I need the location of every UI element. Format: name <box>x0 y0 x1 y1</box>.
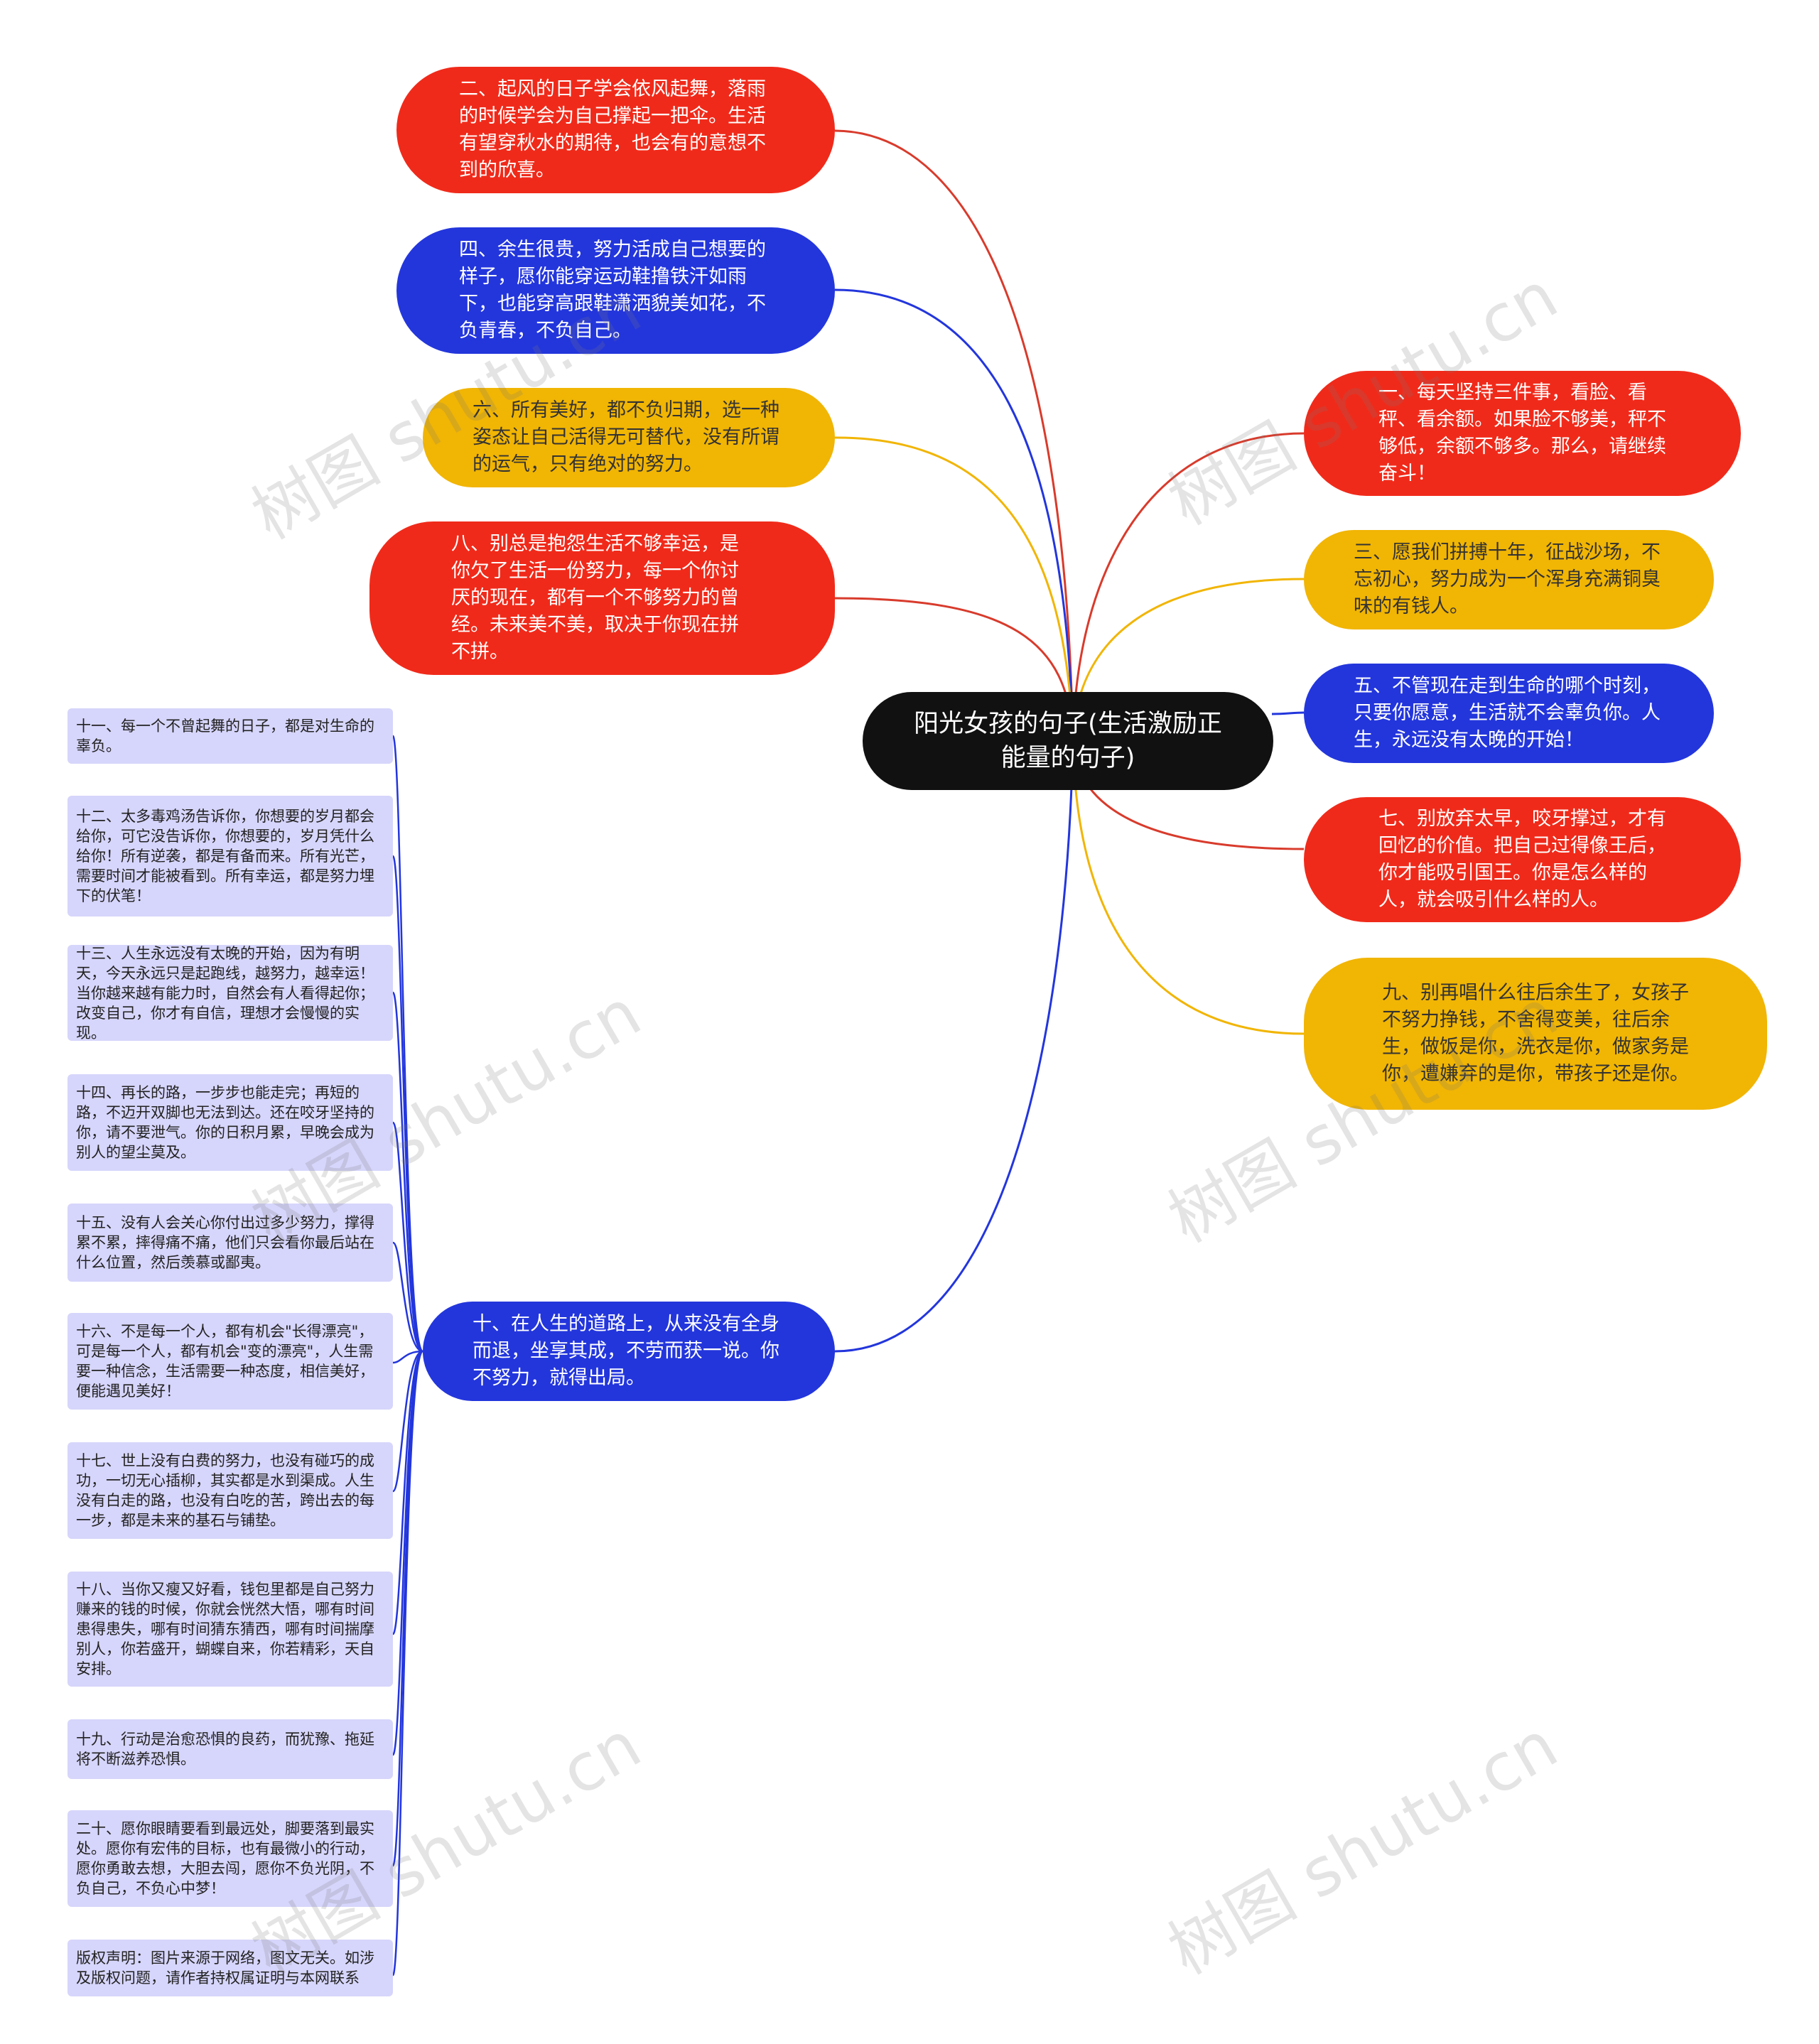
branch-2[interactable]: 二、起风的日子学会依风起舞，落雨的时候学会为自己撑起一把伞。生活有望穿秋水的期待… <box>396 67 835 193</box>
root-topic-label: 阳光女孩的句子(生活激励正能量的句子) <box>914 710 1222 772</box>
sub-item-11[interactable]: 十一、每一个不曾起舞的日子，都是对生命的辜负。 <box>68 708 393 764</box>
sub-item-19-label: 十九、行动是治愈恐惧的良药，而犹豫、拖延将不断滋养恐惧。 <box>76 1731 374 1768</box>
sub-item-16-label: 十六、不是每一个人，都有机会"长得漂亮"，可是每一个人，都有机会"变的漂亮"，人… <box>76 1323 374 1400</box>
branch-8[interactable]: 八、别总是抱怨生活不够幸运，是你欠了生活一份努力，每一个你讨厌的现在，都有一个不… <box>369 521 835 675</box>
link-root-b10 <box>834 740 1074 1353</box>
sub-links <box>392 735 424 1977</box>
link-root-b1 <box>1072 432 1305 742</box>
sub-item-15-label: 十五、没有人会关心你付出过多少努力，撑得累不累，摔得痛不痛，他们只会看你最后站在… <box>76 1214 374 1271</box>
link-root-b9 <box>1072 740 1305 1035</box>
branch-5-label: 五、不管现在走到生命的哪个时刻，只要你愿意，生活就不会辜负你。人生，永远没有太晚… <box>1354 675 1661 751</box>
branch-9[interactable]: 九、别再唱什么往后余生了，女孩子不努力挣钱，不舍得变美，往后余生，做饭是你，洗衣… <box>1304 958 1767 1110</box>
branch-1[interactable]: 一、每天坚持三件事，看脸、看秤、看余额。如果脸不够美，秤不够低，余额不够多。那么… <box>1304 371 1741 496</box>
link-root-b6 <box>834 436 1074 742</box>
sub-item-13-label: 十三、人生永远没有太晚的开始，因为有明天，今天永远只是起跑线，越努力，越幸运！当… <box>76 944 374 1042</box>
sub-item-11-label: 十一、每一个不曾起舞的日子，都是对生命的辜负。 <box>76 718 374 755</box>
sub-item-16[interactable]: 十六、不是每一个人，都有机会"长得漂亮"，可是每一个人，都有机会"变的漂亮"，人… <box>68 1313 393 1410</box>
root-topic[interactable]: 阳光女孩的句子(生活激励正能量的句子) <box>863 692 1273 790</box>
sub-item-20-label: 二十、愿你眼睛要看到最远处，脚要落到最实处。愿你有宏伟的目标，也有最微小的行动，… <box>76 1820 374 1897</box>
sub-item-12-label: 十二、太多毒鸡汤告诉你，你想要的岁月都会给你，可它没告诉你，你想要的，岁月凭什么… <box>76 808 374 904</box>
link-root-b2 <box>834 129 1074 742</box>
sub-item-copyright[interactable]: 版权声明：图片来源于网络，图文无关。如涉及版权问题，请作者持权属证明与本网联系 <box>68 1940 393 1996</box>
sub-item-20[interactable]: 二十、愿你眼睛要看到最远处，脚要落到最实处。愿你有宏伟的目标，也有最微小的行动，… <box>68 1810 393 1907</box>
branch-3[interactable]: 三、愿我们拼搏十年，征战沙场，不忘初心，努力成为一个浑身充满铜臭味的有钱人。 <box>1304 530 1714 629</box>
sub-item-18[interactable]: 十八、当你又瘦又好看，钱包里都是自己努力赚来的钱的时候，你就会恍然大悟，哪有时间… <box>68 1572 393 1687</box>
branch-4[interactable]: 四、余生很贵，努力活成自己想要的样子，愿你能穿运动鞋撸铁汗如雨下，也能穿高跟鞋潇… <box>396 227 835 354</box>
branch-5[interactable]: 五、不管现在走到生命的哪个时刻，只要你愿意，生活就不会辜负你。人生，永远没有太晚… <box>1304 664 1714 763</box>
branch-6-label: 六、所有美好，都不负归期，选一种姿态让自己活得无可替代，没有所谓的运气，只有绝对… <box>473 399 779 475</box>
sub-item-17-label: 十七、世上没有白费的努力，也没有碰巧的成功，一切无心插柳，其实都是水到渠成。人生… <box>76 1452 374 1529</box>
branch-9-label: 九、别再唱什么往后余生了，女孩子不努力挣钱，不舍得变美，往后余生，做饭是你，洗衣… <box>1382 982 1689 1085</box>
sub-item-copyright-label: 版权声明：图片来源于网络，图文无关。如涉及版权问题，请作者持权属证明与本网联系 <box>76 1950 374 1986</box>
branch-1-label: 一、每天坚持三件事，看脸、看秤、看余额。如果脸不够美，秤不够低，余额不够多。那么… <box>1378 382 1666 485</box>
sub-item-15[interactable]: 十五、没有人会关心你付出过多少努力，撑得累不累，摔得痛不痛，他们只会看你最后站在… <box>68 1204 393 1282</box>
branch-4-label: 四、余生很贵，努力活成自己想要的样子，愿你能穿运动鞋撸铁汗如雨下，也能穿高跟鞋潇… <box>459 239 766 342</box>
sub-item-14-label: 十四、再长的路，一步步也能走完；再短的路，不迈开双脚也无法到达。还在咬牙坚持的你… <box>76 1084 374 1161</box>
sub-item-19[interactable]: 十九、行动是治愈恐惧的良药，而犹豫、拖延将不断滋养恐惧。 <box>68 1719 393 1779</box>
branch-6[interactable]: 六、所有美好，都不负归期，选一种姿态让自己活得无可替代，没有所谓的运气，只有绝对… <box>423 388 835 487</box>
sub-item-18-label: 十八、当你又瘦又好看，钱包里都是自己努力赚来的钱的时候，你就会恍然大悟，哪有时间… <box>76 1581 374 1677</box>
branch-7[interactable]: 七、别放弃太早，咬牙撑过，才有回忆的价值。把自己过得像王后，你才能吸引国王。你是… <box>1304 797 1741 922</box>
link-root-b5 <box>1271 711 1305 715</box>
sub-item-13[interactable]: 十三、人生永远没有太晚的开始，因为有明天，今天永远只是起跑线，越努力，越幸运！当… <box>68 944 393 1042</box>
sub-item-12[interactable]: 十二、太多毒鸡汤告诉你，你想要的岁月都会给你，可它没告诉你，你想要的，岁月凭什么… <box>68 796 393 916</box>
sub-item-17[interactable]: 十七、世上没有白费的努力，也没有碰巧的成功，一切无心插柳，其实都是水到渠成。人生… <box>68 1442 393 1539</box>
branch-7-label: 七、别放弃太早，咬牙撑过，才有回忆的价值。把自己过得像王后，你才能吸引国王。你是… <box>1378 808 1666 911</box>
link-root-b4 <box>834 288 1074 742</box>
sub-item-14[interactable]: 十四、再长的路，一步步也能走完；再短的路，不迈开双脚也无法到达。还在咬牙坚持的你… <box>68 1074 393 1171</box>
branch-3-label: 三、愿我们拼搏十年，征战沙场，不忘初心，努力成为一个浑身充满铜臭味的有钱人。 <box>1354 541 1661 617</box>
branch-2-label: 二、起风的日子学会依风起舞，落雨的时候学会为自己撑起一把伞。生活有望穿秋水的期待… <box>459 78 766 181</box>
branch-10-label: 十、在人生的道路上，从来没有全身而退，坐享其成，不劳而获一说。你不努力，就得出局… <box>473 1313 779 1389</box>
branch-8-label: 八、别总是抱怨生活不够幸运，是你欠了生活一份努力，每一个你讨厌的现在，都有一个不… <box>451 533 739 663</box>
branch-10[interactable]: 十、在人生的道路上，从来没有全身而退，坐享其成，不劳而获一说。你不努力，就得出局… <box>423 1302 835 1401</box>
